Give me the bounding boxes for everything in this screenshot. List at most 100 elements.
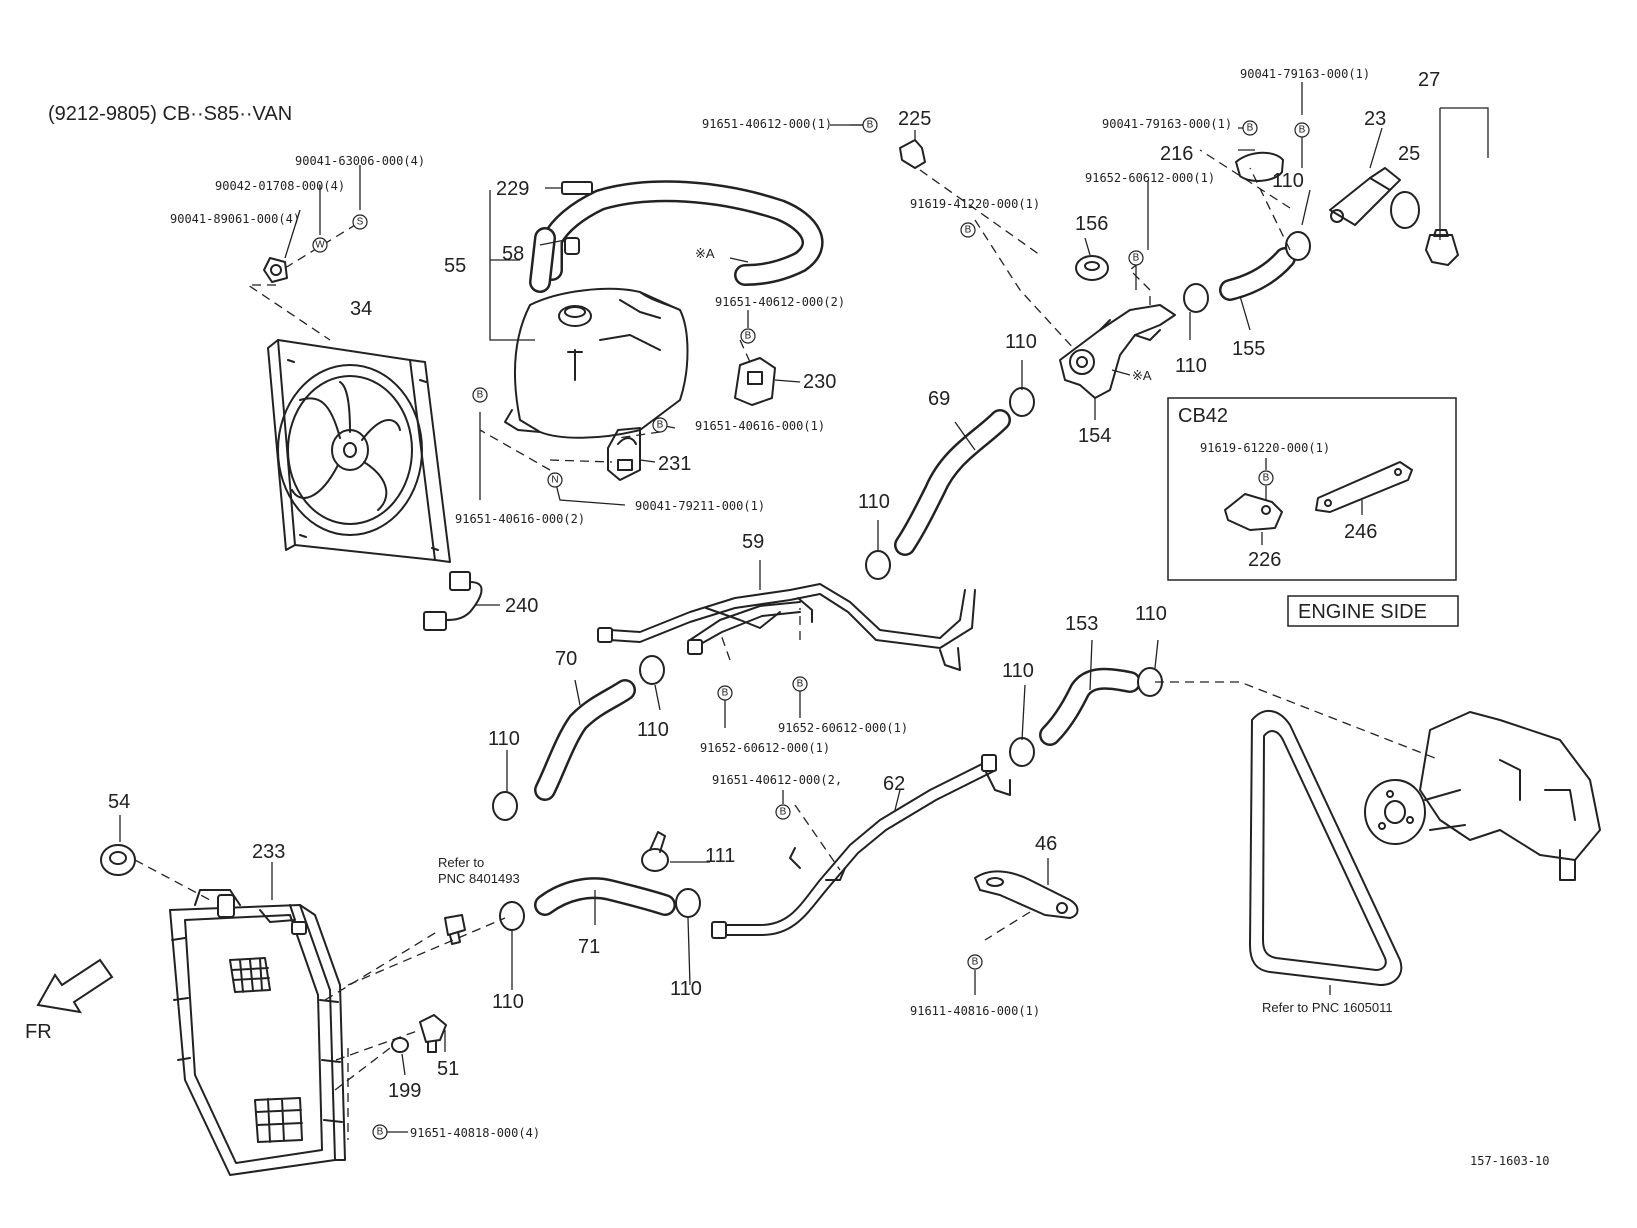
pn-90041-79163: 90041-79163-000(1) [1102, 117, 1232, 131]
callout-110: 110 [1005, 331, 1037, 353]
callout-69: 69 [928, 388, 950, 410]
svg-text:B: B [657, 420, 664, 431]
sensor-51[interactable] [419, 1014, 447, 1053]
svg-text:B: B [1247, 123, 1254, 134]
hose-70[interactable] [534, 679, 636, 801]
symbol-b: B [1242, 120, 1258, 136]
bracket-246[interactable] [1315, 461, 1413, 513]
hose-69[interactable] [894, 409, 1011, 556]
callout-155: 155 [1232, 338, 1265, 360]
callout-59: 59 [742, 531, 764, 553]
callout-70: 70 [555, 648, 577, 670]
symbol-b: B [1294, 122, 1310, 138]
clamp-216[interactable] [1235, 151, 1284, 182]
reservoir-tank-55[interactable] [504, 287, 689, 439]
radiator-233[interactable] [169, 889, 346, 1176]
symbol-b: B [717, 685, 733, 701]
fan-connector-240[interactable] [423, 571, 483, 631]
pn-91651-40818: 91651-40818-000(4) [410, 1126, 540, 1140]
drain-plug-199[interactable] [391, 1037, 409, 1053]
bolt-90041-89061[interactable] [263, 257, 288, 283]
engine-side-label: ENGINE SIDE [1298, 601, 1427, 623]
svg-text:B: B [745, 331, 752, 342]
symbol-b: B [740, 328, 756, 344]
hose-71[interactable] [534, 877, 676, 916]
water-pump[interactable] [1364, 711, 1601, 881]
symbol-b: B [472, 387, 488, 403]
callout-110: 110 [637, 719, 669, 741]
ref-belt: Refer to PNC 1605011 [1262, 1000, 1393, 1015]
pn-91651-40612-230: 91651-40612-000(2) [715, 295, 845, 309]
inset-cb42: CB42 91619-61220-000(1) B 226 246 [1167, 397, 1457, 581]
bracket-226[interactable] [1224, 493, 1283, 531]
ref-pnc-bottom: PNC 8401493 [438, 871, 520, 886]
pn-91652-60612-216: 91652-60612-000(1) [1085, 171, 1215, 185]
fan-shroud-34[interactable] [267, 339, 451, 563]
svg-text:W: W [315, 240, 325, 251]
water-outlet-154[interactable] [1059, 304, 1176, 399]
callout-110: 110 [1272, 170, 1304, 192]
symbol-w: W [312, 237, 328, 253]
svg-text:B: B [972, 957, 979, 968]
callout-231: 231 [658, 453, 691, 475]
callout-71: 71 [578, 936, 600, 958]
marker-a2: ※A [1132, 368, 1152, 383]
water-pipe-59[interactable] [597, 583, 976, 671]
callout-27: 27 [1418, 69, 1440, 91]
inset-part-no: 91619-61220-000(1) [1200, 441, 1330, 455]
callout-111: 111 [705, 845, 735, 867]
callout-23: 23 [1364, 108, 1386, 130]
callout-51: 51 [437, 1058, 459, 1080]
pn-91619-41220: 91619-41220-000(1) [910, 197, 1040, 211]
symbol-b: B [1128, 250, 1144, 266]
bracket-231[interactable] [607, 427, 641, 481]
sensor-23[interactable] [1329, 167, 1401, 226]
pn-90042-01708: 90042-01708-000(4) [215, 179, 345, 193]
callout-230: 230 [803, 371, 836, 393]
callout-54: 54 [108, 791, 130, 813]
callout-156: 156 [1075, 213, 1108, 235]
front-label: FR [25, 1021, 52, 1043]
clamp-111[interactable] [641, 831, 669, 872]
gasket-25[interactable] [1390, 191, 1420, 229]
pn-91651-40612-225: 91651-40612-000(1) [702, 117, 832, 131]
callout-34: 34 [350, 298, 372, 320]
symbol-b: B [792, 676, 808, 692]
callout-58: 58 [502, 243, 524, 265]
callout-225: 225 [898, 108, 931, 130]
symbol-b: B [372, 1124, 388, 1140]
callout-25: 25 [1398, 143, 1420, 165]
marker-a1: ※A [695, 246, 715, 261]
tag-229[interactable] [561, 181, 593, 195]
svg-text:B: B [377, 1127, 384, 1138]
pn-91651-40612-62: 91651-40612-000(2, [712, 773, 842, 787]
hose-58[interactable] [529, 180, 824, 293]
radiator-cap-54[interactable] [100, 844, 136, 876]
hose-153[interactable] [1039, 667, 1141, 746]
callout-110: 110 [670, 978, 702, 1000]
svg-text:B: B [965, 225, 972, 236]
svg-text:B: B [797, 679, 804, 690]
callout-55: 55 [444, 255, 466, 277]
callout-46: 46 [1035, 833, 1057, 855]
pn-91652-60612-59a: 91652-60612-000(1) [700, 741, 830, 755]
bracket-46[interactable] [974, 870, 1079, 919]
bracket-230[interactable] [734, 357, 776, 406]
symbol-b: B [967, 954, 983, 970]
drain-cock[interactable] [444, 914, 466, 945]
clamp-225[interactable] [899, 139, 926, 169]
svg-text:S: S [357, 217, 364, 228]
gasket-156[interactable] [1075, 255, 1109, 281]
pn-90041-79163-top: 90041-79163-000(1) [1240, 67, 1370, 81]
cap-27[interactable] [1425, 229, 1459, 266]
v-belt[interactable] [1249, 710, 1403, 986]
callout-110: 110 [492, 991, 524, 1013]
hose-155[interactable] [1219, 247, 1296, 301]
pn-90041-79211: 90041-79211-000(1) [635, 499, 765, 513]
callout-240: 240 [505, 595, 538, 617]
water-pipe-62[interactable] [711, 754, 1011, 939]
callout-229: 229 [496, 178, 529, 200]
symbol-b: B [775, 804, 791, 820]
callout-153: 153 [1065, 613, 1098, 635]
callout-110: 110 [1175, 355, 1207, 377]
